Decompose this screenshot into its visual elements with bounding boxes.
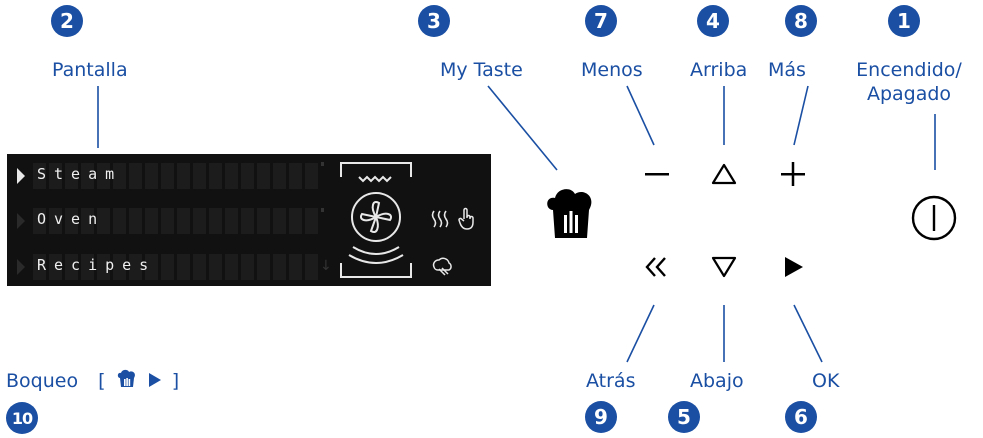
label-mas: Más — [768, 59, 806, 81]
unselected-arrow-icon — [17, 213, 25, 229]
chef-hat-icon[interactable] — [543, 188, 599, 244]
label-bloqueo: Boqueo [ ] — [6, 369, 179, 393]
label-abajo: Abajo — [690, 370, 744, 392]
bracket-close: ] — [171, 370, 180, 392]
oven-display: Steam Oven Recipes ↓ — [7, 154, 491, 286]
steam-waves-icon — [431, 210, 449, 228]
label-encendido: Encendido/ Apagado — [842, 58, 976, 106]
lock-chef-hat-icon — [117, 369, 135, 387]
cleaning-icon — [432, 257, 452, 276]
badge-9: 9 — [585, 401, 617, 433]
leader-menos — [626, 85, 655, 146]
minus-icon[interactable] — [643, 160, 671, 188]
label-atras: Atrás — [586, 370, 636, 392]
menu-row-label: Steam — [37, 165, 123, 183]
unselected-arrow-icon — [17, 259, 25, 275]
play-icon[interactable] — [779, 253, 807, 281]
badge-10: 10 — [6, 402, 38, 434]
scroll-mark-mid — [321, 208, 324, 212]
leader-mas — [793, 85, 809, 146]
badge-7: 7 — [585, 5, 617, 37]
leader-my-taste — [487, 85, 558, 171]
cell-grid — [33, 254, 321, 280]
triangle-down-icon[interactable] — [710, 253, 738, 281]
double-chevron-left-icon[interactable] — [643, 253, 671, 281]
cell-grid — [33, 208, 321, 234]
badge-2: 2 — [51, 5, 83, 37]
badge-4: 4 — [697, 5, 729, 37]
label-encendido-line2: Apagado — [866, 83, 952, 105]
scroll-mark-top — [321, 162, 324, 166]
power-icon[interactable] — [909, 193, 959, 243]
badge-1: 1 — [888, 5, 920, 37]
steam-oven-symbol-icon — [340, 162, 412, 278]
menu-row-label: Oven — [37, 210, 106, 228]
selected-arrow-icon — [17, 168, 25, 184]
label-pantalla: Pantalla — [52, 59, 128, 81]
label-ok: OK — [812, 370, 840, 392]
label-my-taste: My Taste — [440, 59, 523, 81]
cell-grid — [33, 163, 321, 189]
badge-8: 8 — [785, 5, 817, 37]
triangle-up-icon[interactable] — [710, 160, 738, 188]
bracket-open: [ — [98, 370, 106, 392]
label-menos: Menos — [581, 59, 643, 81]
hand-touch-icon — [458, 207, 474, 230]
lock-play-icon — [148, 373, 161, 387]
label-bloqueo-text: Boqueo — [6, 370, 79, 392]
plus-icon[interactable] — [779, 160, 807, 188]
menu-row-label: Recipes — [37, 256, 157, 274]
badge-3: 3 — [418, 5, 450, 37]
leader-ok — [793, 304, 823, 363]
label-encendido-line1: Encendido/ — [856, 59, 962, 81]
badge-5: 5 — [668, 401, 700, 433]
leader-atras — [626, 304, 655, 363]
scroll-down-arrow-icon: ↓ — [320, 258, 332, 274]
label-arriba: Arriba — [690, 59, 748, 81]
badge-6: 6 — [785, 401, 817, 433]
